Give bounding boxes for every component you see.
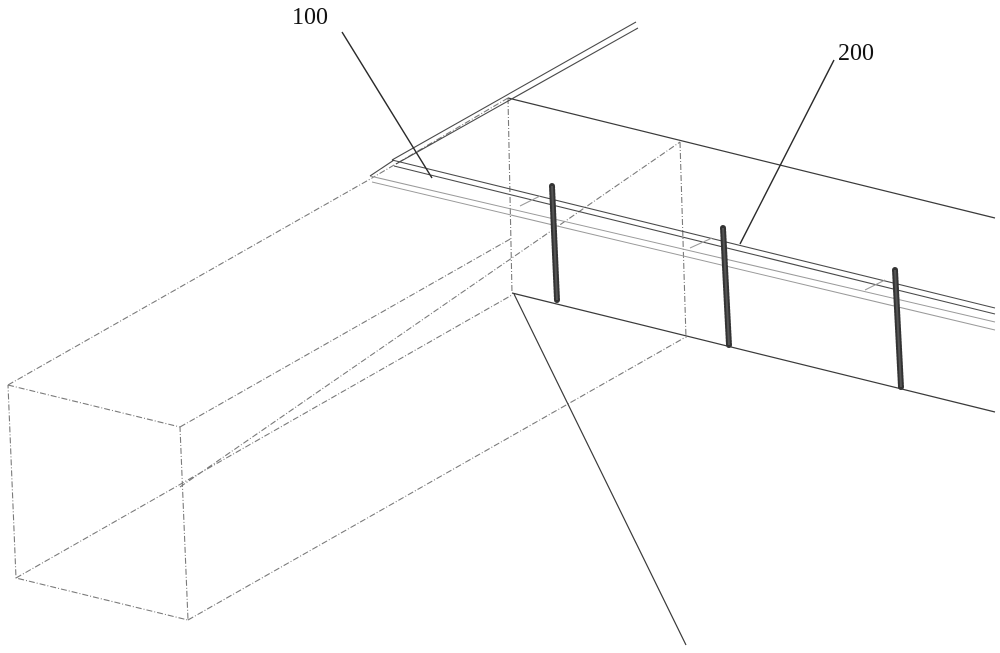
rear-plate-line-b — [395, 27, 639, 165]
rail-upper-top — [391, 159, 996, 309]
right-box — [371, 97, 996, 413]
left-box-bottom-right-edge — [187, 337, 685, 621]
reference-100: 100 — [292, 4, 433, 179]
left-box-bottom-left-edge — [15, 294, 513, 579]
right-box-near-vertical — [507, 97, 513, 294]
left-box-far-vertical — [679, 141, 687, 339]
post-3-core — [894, 269, 902, 388]
leader-line-200 — [739, 59, 835, 245]
rear-plate-edge — [391, 21, 639, 165]
right-box-back-diagonal — [371, 97, 509, 179]
left-box-top-left-edge — [7, 177, 373, 386]
rail-end-cap — [369, 159, 395, 177]
rail-upper-bottom — [393, 165, 996, 315]
rail-assembly — [369, 159, 996, 331]
rail-lower-bottom — [371, 181, 996, 331]
rail-tie-3 — [864, 279, 886, 291]
leader-line-100 — [341, 31, 433, 179]
rail-lower-top — [369, 175, 996, 323]
left-box — [7, 141, 687, 621]
rail-tie-2 — [689, 237, 713, 249]
left-box-side-diagonal — [179, 141, 681, 488]
post-2-core — [722, 227, 730, 346]
label-200: 200 — [838, 40, 874, 66]
post-1-core — [551, 185, 558, 301]
posts — [549, 183, 904, 390]
reference-200: 200 — [739, 40, 874, 245]
right-box-bottom-edge — [511, 292, 996, 413]
rear-plate-line-a — [391, 21, 637, 161]
left-box-top-right-edge — [179, 237, 513, 428]
right-box-top-edge — [507, 97, 996, 219]
left-box-front-face — [7, 384, 189, 621]
rail-tie-1 — [519, 195, 541, 207]
label-100: 100 — [292, 4, 328, 30]
ground-reference-line — [513, 293, 687, 646]
